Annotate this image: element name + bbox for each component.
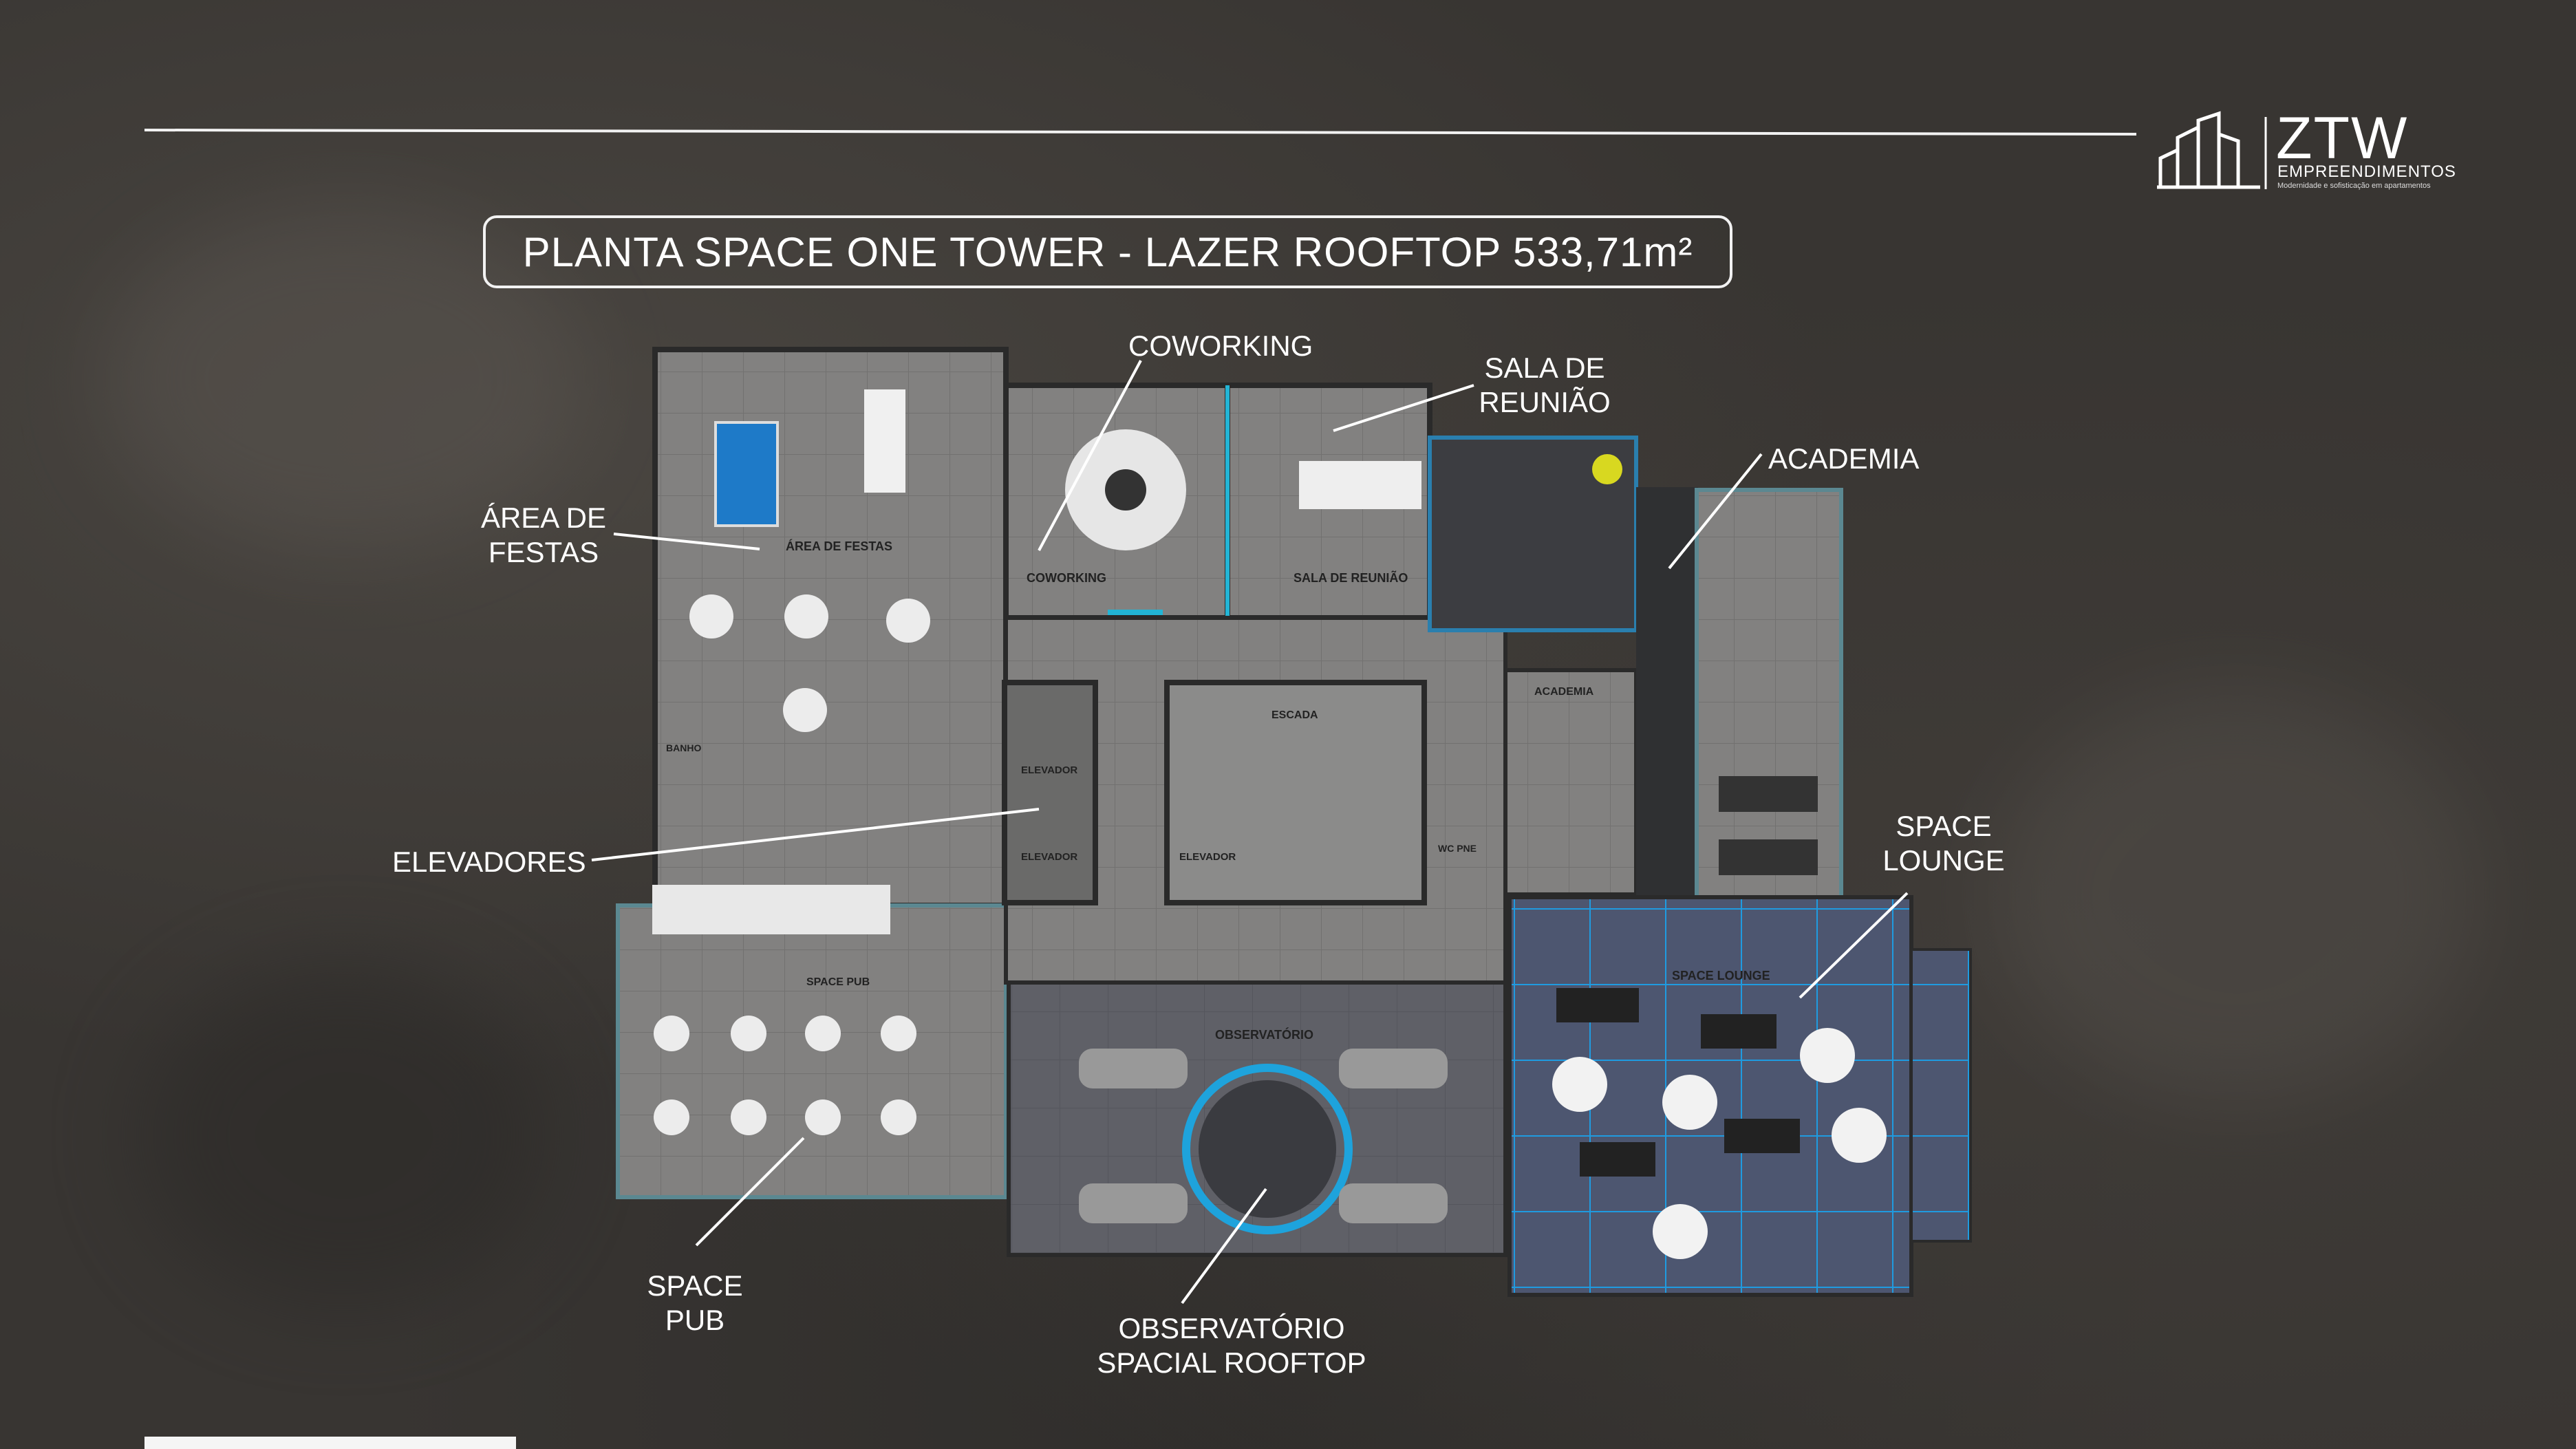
background-blur: [103, 206, 585, 550]
room-label-observatorio: OBSERVATÓRIO: [1215, 1027, 1313, 1042]
party-tables: [689, 594, 930, 732]
room-label-escada: ESCADA: [1271, 709, 1318, 721]
room-label-sala-reuniao: SALA DE REUNIÃO: [1294, 570, 1408, 585]
room-label-coworking: COWORKING: [1027, 571, 1106, 585]
space-lounge-room: [1507, 895, 1972, 1297]
central-circulation: [1002, 616, 1507, 985]
room-label-elevador-2: ELEVADOR: [1021, 851, 1077, 863]
label-space-pub: SPACE PUB: [647, 1269, 743, 1336]
party-pool: [714, 389, 905, 527]
label-observatorio: OBSERVATÓRIO SPACIAL ROOFTOP: [1097, 1312, 1366, 1379]
label-elevadores: ELEVADORES: [392, 846, 586, 878]
space-pub-room: [616, 903, 1008, 1199]
room-label-area-festas: ÁREA DE FESTAS: [786, 539, 892, 553]
logo-subtitle: EMPREENDIMENTOS: [2277, 162, 2456, 181]
room-label-space-pub: SPACE PUB: [806, 976, 870, 988]
background-blur: [1995, 688, 2477, 1101]
observatorio-room: [1007, 980, 1507, 1257]
footer-bar: [144, 1437, 516, 1449]
pub-tables: [654, 1016, 916, 1135]
room-label-banho: BANHO: [666, 742, 701, 753]
leader-lines: [591, 360, 1909, 1305]
logo-tagline: Modernidade e sofisticação em apartament…: [2277, 182, 2431, 190]
coworking-room: [1003, 383, 1230, 621]
label-space-lounge: SPACE LOUNGE: [1882, 810, 2005, 877]
label-area-festas: ÁREA DE FESTAS: [480, 502, 607, 568]
room-label-wc: WC PNE: [1438, 843, 1477, 854]
label-coworking: COWORKING: [1128, 330, 1313, 362]
background-blur: [138, 963, 550, 1307]
label-sala-reuniao: SALA DE REUNIÃO: [1479, 352, 1611, 418]
sala-reuniao-room: [1225, 383, 1432, 621]
building-logo-icon: [2157, 111, 2267, 189]
room-label-academia: ACADEMIA: [1534, 686, 1594, 698]
room-label-elevador-3: ELEVADOR: [1179, 851, 1236, 863]
page-title: PLANTA SPACE ONE TOWER - LAZER ROOFTOP 5…: [483, 215, 1732, 288]
logo-name: ZTW: [2276, 105, 2409, 171]
room-label-space-lounge: SPACE LOUNGE: [1672, 969, 1770, 983]
pub-counter: [652, 885, 890, 934]
label-academia: ACADEMIA: [1768, 442, 1920, 475]
room-label-elevador-1: ELEVADOR: [1021, 764, 1077, 776]
